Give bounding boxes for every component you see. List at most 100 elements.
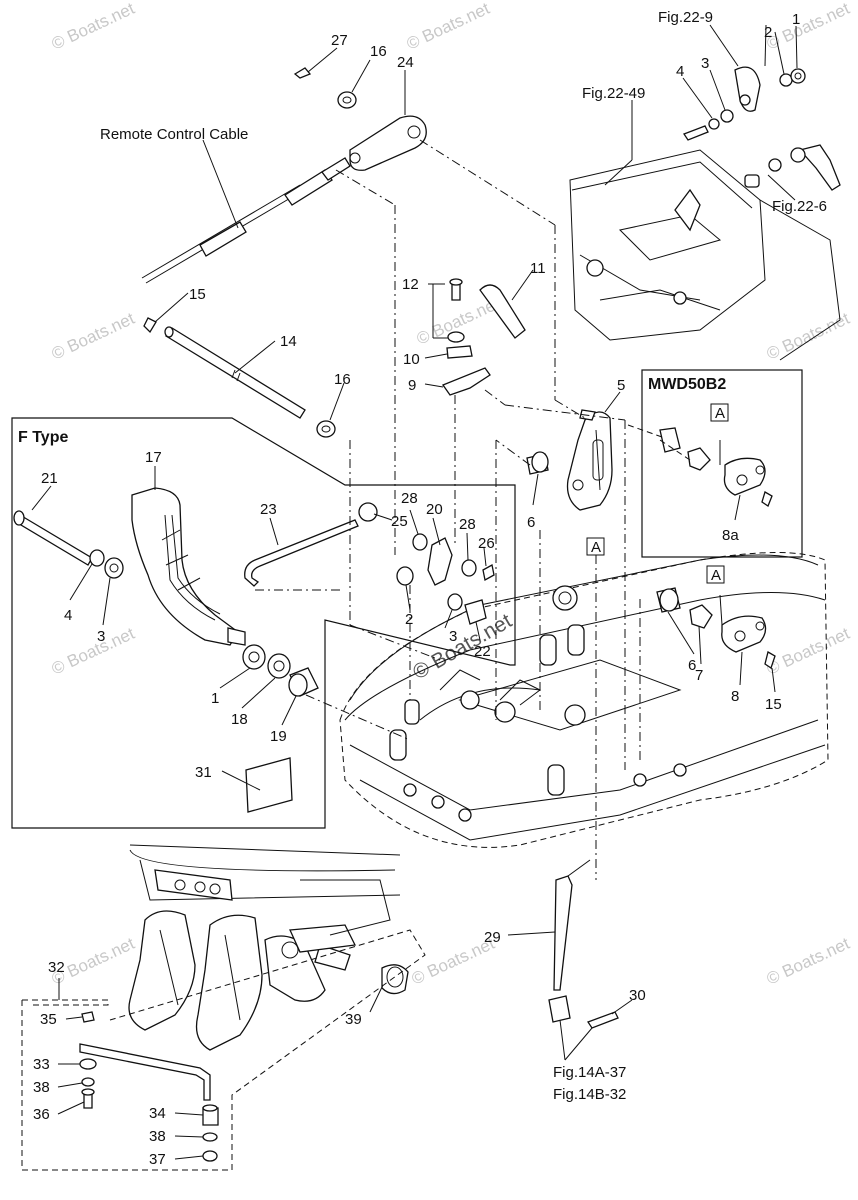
part-20-plate: [427, 537, 453, 586]
remote-control-cable: [141, 157, 351, 284]
svg-text:A: A: [591, 539, 601, 556]
part-21-bolt: [15, 514, 93, 566]
callout: 28: [459, 516, 476, 533]
callout: 16: [334, 371, 351, 388]
callout: 39: [345, 1011, 362, 1028]
callout: 4: [64, 607, 72, 624]
part-37-nut: [202, 1150, 218, 1162]
callout: 16: [370, 43, 387, 60]
callout: 30: [629, 987, 646, 1004]
bottom-cowling: [339, 552, 829, 848]
callout: 15: [765, 696, 782, 713]
part-25-bushing: [358, 502, 378, 522]
watermark: © Boats.net: [49, 0, 138, 54]
callout: 19: [270, 728, 287, 745]
callout: 3: [449, 628, 457, 645]
callout: 33: [33, 1056, 50, 1073]
part-31-label: [245, 757, 293, 813]
tag-a-1: A: [710, 403, 729, 422]
callout: 4: [676, 63, 684, 80]
mwd-parts: [659, 427, 773, 507]
callout: 17: [145, 449, 162, 466]
callout: 9: [408, 377, 416, 394]
part-10-nut-plate: [446, 345, 473, 359]
part-32-arm: [79, 1043, 211, 1101]
part-8-adapter: [721, 615, 767, 653]
callout: 21: [41, 470, 58, 487]
upper-cowling: [569, 149, 841, 361]
fig14b-label: Fig.14B-32: [553, 1086, 626, 1103]
part-11-lever: [479, 284, 526, 339]
callout: 15: [189, 286, 206, 303]
fig22-6-label: Fig.22-6: [772, 198, 827, 215]
callout: 29: [484, 929, 501, 946]
part-1-washer: [242, 644, 266, 670]
fig14a-label: Fig.14A-37: [553, 1064, 626, 1081]
ftype-box: [11, 417, 516, 829]
part-30-pin: [587, 1011, 619, 1029]
callout: 34: [149, 1105, 166, 1122]
callout: 23: [260, 501, 277, 518]
callout: 5: [617, 377, 625, 394]
callout: 22: [474, 643, 491, 660]
part-28-washer: [412, 533, 428, 551]
guide-lines: [255, 139, 641, 880]
part-38-washer: [81, 1077, 95, 1087]
part-16-washer: [316, 420, 336, 438]
part-18-washer: [267, 653, 291, 679]
callout: 10: [403, 351, 420, 368]
leader-lines: [31, 24, 798, 1160]
part-15-clip: [143, 317, 157, 334]
tag-a-2: A: [586, 537, 605, 556]
callout: 20: [426, 501, 443, 518]
part-5-shift-lever: [566, 409, 613, 511]
callout: 31: [195, 764, 212, 781]
svg-text:A: A: [715, 405, 725, 422]
watermark-center: © Boats.net: [409, 609, 516, 684]
part-23-rod: [244, 519, 359, 587]
mwd50b2-box: [641, 369, 803, 558]
part-15-clip: [764, 651, 776, 670]
callout: 3: [97, 628, 105, 645]
watermark: © Boats.net: [49, 624, 138, 679]
watermark: © Boats.net: [404, 0, 493, 54]
callout: 1: [792, 11, 800, 28]
callout: 18: [231, 711, 248, 728]
callout: 14: [280, 333, 297, 350]
callout: 36: [33, 1106, 50, 1123]
callout: 26: [478, 535, 495, 552]
callout: 38: [33, 1079, 50, 1096]
callout: 2: [405, 611, 413, 628]
callout: 8a: [722, 527, 739, 544]
part-9-bracket: [441, 367, 491, 396]
part-7-rubber: [689, 604, 713, 629]
watermark: © Boats.net: [764, 0, 853, 54]
watermark: © Boats.net: [764, 934, 853, 989]
part-3-washer: [104, 557, 124, 579]
callout: 11: [530, 260, 546, 277]
watermark: © Boats.net: [49, 309, 138, 364]
callout: 38: [149, 1128, 166, 1145]
fig22-9-label: Fig.22-9: [658, 9, 713, 26]
part-16-washer: [337, 91, 357, 109]
tag-a-3: A: [706, 565, 725, 584]
mwd-label: MWD50B2: [648, 376, 726, 393]
part-17-remote-lever: [131, 487, 246, 646]
part-35-clip: [81, 1011, 95, 1023]
part-24-cable-joint: [349, 115, 427, 171]
part-39-grip: [381, 964, 409, 995]
callout-numbers: 1 2 3 4 27 16 24 12 11 15 14 10 9 16 5 1…: [33, 11, 800, 1168]
part-29-rod: [553, 875, 573, 991]
remote-cable-label: Remote Control Cable: [100, 126, 248, 143]
part-29-grommet: [548, 995, 571, 1023]
part-4-lockwasher: [89, 549, 105, 567]
part-3-washer: [447, 593, 463, 611]
part-38-washer: [202, 1132, 218, 1142]
callout: 28: [401, 490, 418, 507]
callout: 7: [695, 667, 703, 684]
part-33-bushing: [79, 1058, 97, 1070]
lower-bracket-assembly: [128, 844, 401, 1051]
part-2-washer: [396, 566, 414, 586]
